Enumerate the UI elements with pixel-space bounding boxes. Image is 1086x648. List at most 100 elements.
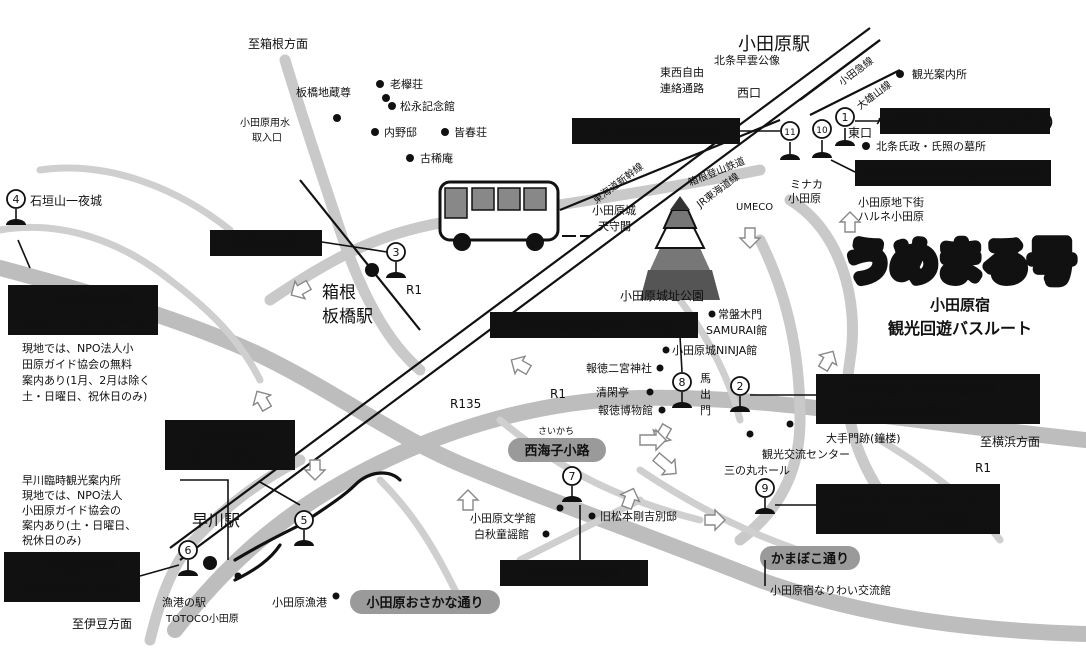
callout-ichiyajo-1: 一夜城歴史公園	[34, 292, 132, 309]
road-castle-ring	[734, 234, 806, 546]
callout-stop-5-2: (おさかな通り)	[185, 449, 275, 465]
callout-stop-5-1: 小田原漁港	[197, 428, 263, 444]
poi-hotoku-ninomiya: 報徳二宮神社	[586, 361, 652, 375]
stop-callouts: 小田原駅(東口1番バスのりば) 小田原駅(東口降車場)(降車専用) ミナカ小田原…	[4, 108, 1053, 602]
ichiyajo-note-4: 土・日曜日、祝休日のみ)	[22, 389, 147, 403]
logo: うめまる号 うめまる号 小田原宿 観光回遊バスルート	[840, 230, 1080, 338]
hayakawa-note-1: 現地では、NPO法人	[22, 488, 123, 502]
bus-stop-8-number: 8	[679, 376, 686, 389]
bus-stop-10-icon: 10	[812, 119, 832, 158]
bus-route-main	[233, 471, 402, 562]
bus-stops: 1 10 11 3 4	[6, 107, 855, 576]
street-saikaishi-pill	[508, 438, 606, 462]
poi-tokiwagi-2: SAMURAI館	[706, 323, 767, 337]
bus-stop-8-icon: 8	[672, 372, 692, 408]
rail-hakone-tozan-west	[299, 179, 421, 331]
road-label-r1-east: R1	[975, 461, 991, 475]
bus-stop-6-icon: 6	[178, 540, 198, 576]
poi-kokian: 古稀庵	[420, 151, 453, 165]
logo-subtitle-1: 小田原宿	[930, 296, 990, 314]
points-of-interest: 板橋地蔵尊 老欅荘 松永記念館 小田原用水 取入口 内野邸 皆春荘 古稀庵 北条…	[162, 53, 986, 625]
road-east	[784, 194, 906, 526]
station-hayakawa: 早川駅	[192, 511, 240, 530]
callout-stop-10: 小田原駅(東口降車場)(降車専用)	[864, 166, 1042, 181]
callout-stop-1-bg	[880, 108, 1050, 134]
poi-gyoko: 小田原漁港	[272, 595, 327, 609]
callout-stop-3: 箱根板橋駅	[231, 235, 302, 252]
poi-yosui-1: 小田原用水	[240, 117, 290, 129]
callout-stop-7-bg	[500, 560, 648, 586]
callout-stop-8-bg	[490, 312, 698, 338]
callout-stop-8: 小田原城藤棚観光バス駐車場	[516, 318, 672, 333]
road-ichiyajo	[0, 224, 264, 384]
callout-stop-2-2: 小田原市観光交流センター)	[847, 403, 1009, 419]
callout-stop-2-1: めがね橋(小田原城馬出門・	[847, 382, 1009, 398]
hayakawa-note-3: 案内あり(土・日曜日、	[22, 518, 136, 532]
road-ichiyajo2	[36, 164, 234, 234]
road-r135	[0, 260, 1086, 642]
poi-bungakukan: 小田原文学館	[470, 511, 536, 525]
poi-ninja: 小田原城NINJA館	[672, 343, 757, 357]
callout-ichiyajo-2: (ヨロイヅカファーム)	[19, 314, 148, 330]
poi-tenshukaku-2: 天守閣	[598, 219, 631, 233]
bus-illustration-icon	[438, 180, 590, 251]
bus-stop-1-number: 1	[842, 111, 849, 124]
street-osakana: 小田原おさかな通り	[366, 595, 483, 611]
poi-yosui-2: 取入口	[252, 132, 282, 144]
poi-tozai-1: 東西自由	[660, 65, 704, 79]
bus-stop-6-number: 6	[185, 544, 192, 557]
bus-stop-5-number: 5	[301, 514, 308, 527]
bus-stop-9-number: 9	[762, 482, 769, 495]
street-saikaishi-ruby: さいかち	[538, 426, 574, 437]
bus-stop-7-icon: 7	[562, 466, 582, 502]
poi-gyoko-station-2: TOTOCO小田原	[165, 613, 239, 625]
poi-kanko-koryu: 観光交流センター	[762, 447, 850, 461]
direction-izu: 至伊豆方面	[72, 616, 132, 631]
ichiyajo-note-3: 案内あり(1月、2月は除く	[22, 373, 150, 387]
street-kamaboko-pill	[760, 546, 860, 570]
poi-hojo-soun: 北条早雲公像	[714, 53, 780, 67]
callout-stop-3-bg	[210, 230, 322, 256]
hayakawa-info-title: 早川臨時観光案内所	[22, 473, 121, 487]
bus-stop-2-number: 2	[737, 380, 744, 393]
bus-stop-11-number: 11	[784, 128, 795, 138]
bus-stop-4-icon: 4	[6, 189, 26, 225]
poi-umadashi-1: 馬	[700, 372, 711, 385]
callout-stop-7: 小田原文学館前	[528, 566, 619, 582]
bus-stop-2-icon: 2	[730, 376, 750, 412]
logo-subtitle-2: 観光回遊バスルート	[888, 319, 1032, 338]
label-stop-4: 石垣山一夜城	[30, 193, 102, 208]
bus-stop-7-number: 7	[569, 470, 576, 483]
poi-hojo-ujimasa: 北条氏政・氏照の墓所	[876, 139, 986, 153]
poi-seikantei: 清閑亭	[596, 385, 629, 399]
rail-odakyu	[799, 39, 881, 101]
poi-haruneo-2: ハルネ小田原	[858, 210, 924, 223]
poi-uchinotei: 内野邸	[384, 125, 417, 139]
logo-text-outline: うめまる号	[845, 235, 1075, 289]
callout-stop-5-bg	[165, 420, 295, 470]
callout-stop-11: ミナカ小田原(降車専用)	[585, 124, 727, 140]
bus-stop-9-icon: 9	[755, 478, 775, 514]
poi-hotoku-museum: 報徳博物館	[598, 403, 653, 417]
poi-otemon: 大手門跡(鐘楼)	[826, 431, 901, 445]
station-hakone-itabashi-marker	[365, 263, 379, 277]
castle-icon	[640, 196, 720, 300]
poi-kanko-annaisho: 観光案内所	[912, 67, 967, 81]
poi-minaka-1: ミナカ	[790, 178, 823, 191]
poi-minaka-2: 小田原	[788, 192, 821, 205]
callout-stop-1: 小田原駅(東口1番バスのりば)	[877, 114, 1054, 130]
poi-tokiwagi-1: 常盤木門	[718, 308, 762, 321]
callout-stop-11-bg	[572, 118, 740, 144]
poi-rokakuso: 老欅荘	[390, 78, 423, 91]
rail-daiyuzan	[809, 69, 901, 116]
station-west-exit: 西口	[737, 86, 761, 100]
bus-stop-1-icon: 1	[835, 107, 855, 146]
callout-stop-9-2: 田原宿なりわい交流館)	[840, 513, 976, 529]
street-labels: さいかち 西海子小路 かまぼこ通り 小田原おさかな通り	[350, 426, 860, 614]
callout-stop-10-bg	[855, 160, 1051, 186]
poi-umadashi-3: 門	[700, 404, 711, 417]
poi-kaishunso: 皆春荘	[454, 126, 487, 139]
callout-stop-9-bg	[816, 484, 1000, 534]
station-east-exit: 東口	[848, 126, 872, 140]
